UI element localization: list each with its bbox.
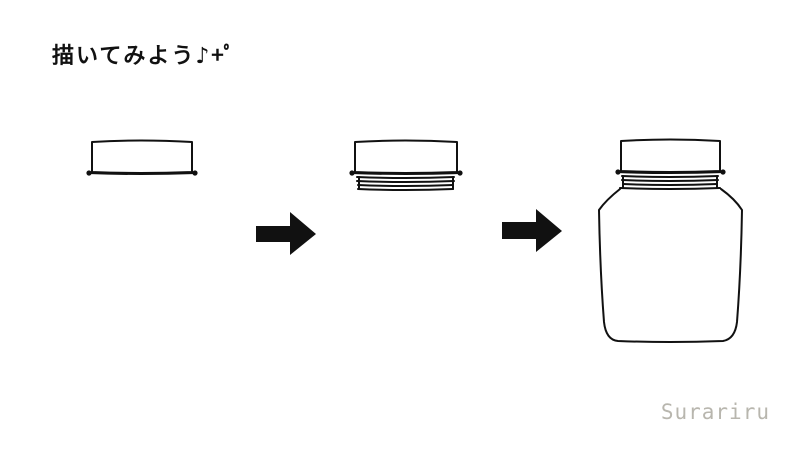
page-title: 描いてみよう♪+ﾟ [52, 44, 237, 69]
step-2-lid-with-threads [349, 139, 463, 191]
arrow-icon [256, 212, 316, 255]
step-1-lid [86, 139, 198, 176]
artist-signature: Surariru [660, 400, 770, 424]
arrow-icon [502, 209, 562, 252]
step-3-jar [598, 138, 743, 343]
